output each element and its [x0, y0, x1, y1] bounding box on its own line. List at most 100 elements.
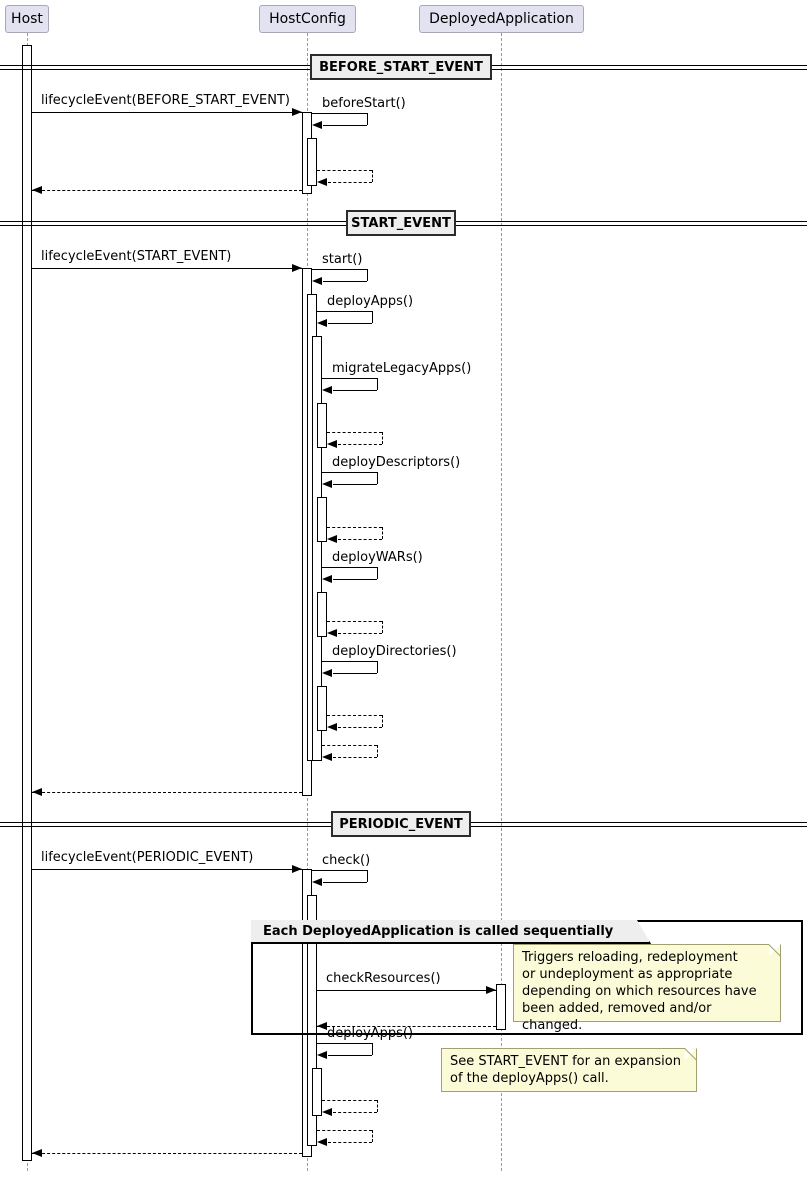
participant-config[interactable]: HostConfig — [259, 5, 356, 33]
self-message-arrowhead — [327, 723, 337, 731]
self-message-arrowhead — [322, 575, 332, 583]
message-label: deployWARs() — [332, 550, 423, 565]
message-line — [32, 190, 302, 191]
self-message-bottom — [333, 579, 377, 580]
self-message-top — [317, 170, 372, 171]
self-message-top — [322, 378, 377, 379]
divider-label: PERIODIC_EVENT — [331, 811, 471, 837]
self-message-side — [377, 1100, 378, 1112]
self-message-side — [377, 745, 378, 757]
self-message-arrowhead — [322, 669, 332, 677]
self-message-side — [382, 432, 383, 444]
self-message-top — [317, 1130, 372, 1131]
activation-bar — [317, 686, 327, 731]
self-message-side — [372, 170, 373, 182]
self-message-top — [317, 1043, 372, 1044]
self-message-bottom — [333, 1112, 377, 1113]
message-arrowhead — [486, 986, 496, 994]
self-message-top — [322, 661, 377, 662]
participant-host[interactable]: Host — [5, 5, 49, 33]
self-message-bottom — [328, 182, 372, 183]
message-label: checkResources() — [326, 971, 441, 986]
self-message-arrowhead — [317, 319, 327, 327]
self-message-side — [367, 113, 368, 125]
self-message-bottom — [328, 1055, 372, 1056]
message-label: migrateLegacyApps() — [332, 361, 472, 376]
message-arrowhead — [292, 264, 302, 272]
message-line — [317, 1026, 496, 1027]
message-line — [317, 990, 496, 991]
self-message-arrowhead — [317, 1051, 327, 1059]
message-arrowhead — [32, 186, 42, 194]
self-message-top — [317, 311, 372, 312]
self-message-top — [322, 567, 377, 568]
note-fold-corner — [769, 944, 781, 956]
note: See START_EVENT for an expansion of the … — [441, 1048, 697, 1092]
activation-bar — [312, 1068, 322, 1116]
self-message-top — [312, 113, 367, 114]
self-message-bottom — [323, 281, 367, 282]
note: Triggers reloading, redeployment or unde… — [513, 944, 781, 1033]
self-message-arrowhead — [327, 629, 337, 637]
self-message-side — [377, 378, 378, 390]
self-message-bottom — [323, 882, 367, 883]
self-message-bottom — [333, 390, 377, 391]
message-arrowhead — [317, 1022, 327, 1030]
lifeline-deployed — [501, 33, 502, 1171]
divider-label: BEFORE_START_EVENT — [310, 54, 492, 80]
self-message-top — [327, 432, 382, 433]
self-message-bottom — [333, 757, 377, 758]
message-label: start() — [322, 252, 363, 267]
message-line — [32, 268, 302, 269]
self-message-side — [372, 1130, 373, 1142]
self-message-top — [327, 715, 382, 716]
self-message-top — [312, 269, 367, 270]
activation-bar — [312, 336, 322, 761]
message-line — [32, 1153, 302, 1154]
self-message-arrowhead — [327, 535, 337, 543]
self-message-side — [372, 1043, 373, 1055]
self-message-arrowhead — [317, 1138, 327, 1146]
self-message-side — [367, 870, 368, 882]
activation-bar — [307, 138, 317, 186]
note-fold-corner — [685, 1048, 697, 1060]
activation-bar — [22, 45, 32, 1161]
self-message-top — [312, 870, 367, 871]
self-message-side — [382, 715, 383, 727]
message-label: deployDirectories() — [332, 644, 457, 659]
message-label: deployApps() — [327, 294, 414, 309]
self-message-bottom — [338, 633, 382, 634]
self-message-arrowhead — [312, 277, 322, 285]
message-label: check() — [322, 853, 371, 868]
message-line — [32, 112, 302, 113]
self-message-bottom — [338, 539, 382, 540]
self-message-arrowhead — [327, 440, 337, 448]
self-message-bottom — [328, 1142, 372, 1143]
self-message-top — [327, 621, 382, 622]
self-message-arrowhead — [312, 121, 322, 129]
self-message-bottom — [338, 727, 382, 728]
self-message-side — [367, 269, 368, 281]
self-message-top — [322, 745, 377, 746]
activation-bar — [496, 984, 506, 1030]
self-message-arrowhead — [312, 878, 322, 886]
message-arrowhead — [292, 865, 302, 873]
self-message-side — [377, 661, 378, 673]
participant-deployed[interactable]: DeployedApplication — [419, 5, 584, 33]
self-message-side — [377, 472, 378, 484]
self-message-top — [327, 527, 382, 528]
self-message-arrowhead — [322, 1108, 332, 1116]
self-message-side — [372, 311, 373, 323]
divider-label: START_EVENT — [346, 210, 456, 236]
self-message-side — [382, 527, 383, 539]
message-label: deployDescriptors() — [332, 455, 461, 470]
message-label: lifecycleEvent(BEFORE_START_EVENT) — [41, 93, 290, 108]
message-arrowhead — [292, 108, 302, 116]
self-message-side — [382, 621, 383, 633]
self-message-arrowhead — [322, 386, 332, 394]
message-label: lifecycleEvent(PERIODIC_EVENT) — [41, 850, 254, 865]
self-message-side — [377, 567, 378, 579]
message-arrowhead — [32, 788, 42, 796]
self-message-bottom — [333, 673, 377, 674]
